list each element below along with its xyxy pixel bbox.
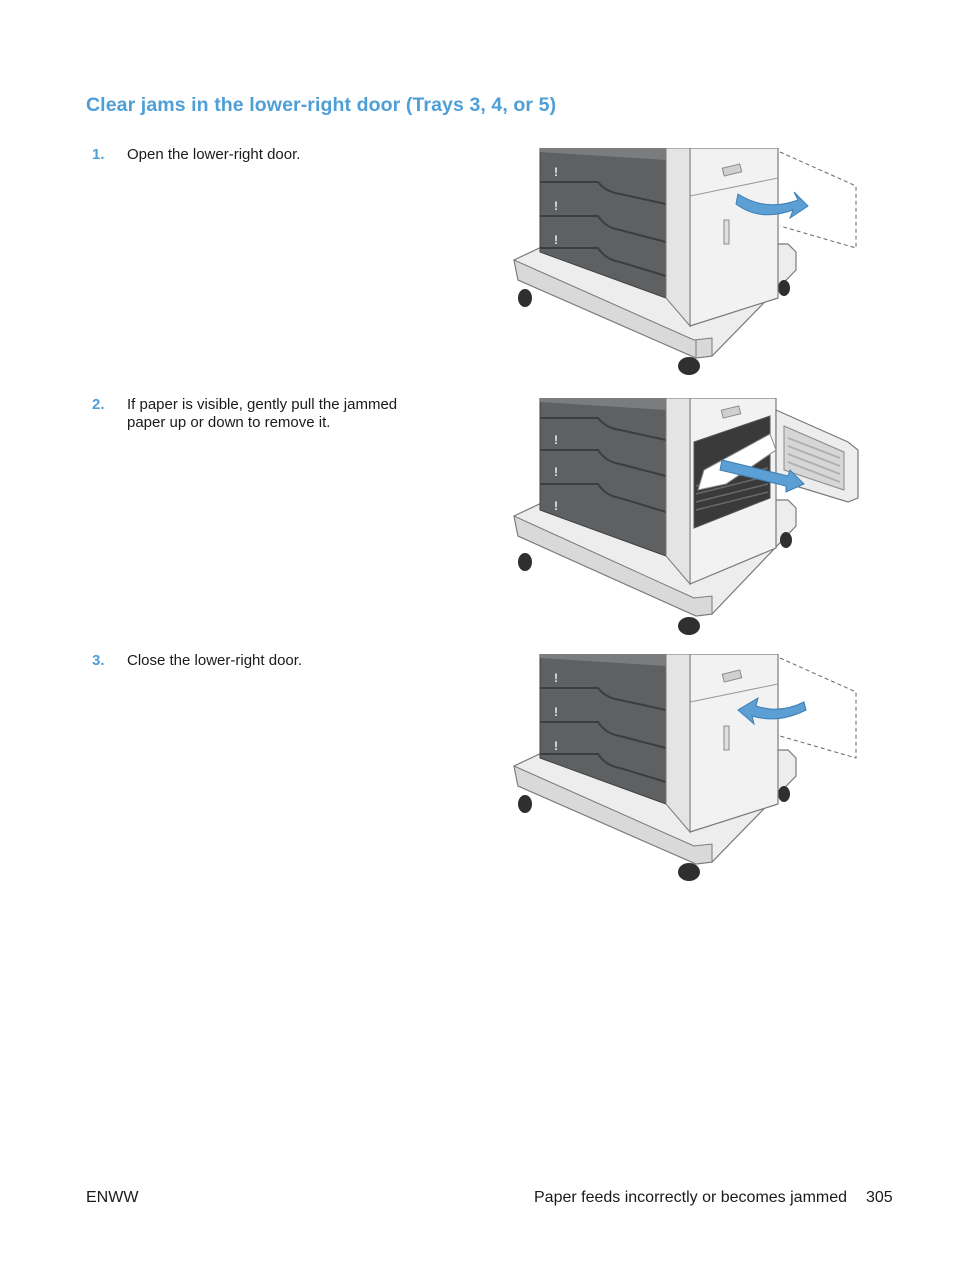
printer-paper-removal-illustration: ! ! !	[513, 398, 859, 635]
step-number: 2.	[92, 396, 105, 413]
step-number: 1.	[92, 146, 105, 163]
printer-door-opening-illustration: ! ! !	[513, 148, 857, 375]
open-direction-arrow-icon	[735, 191, 809, 220]
svg-text:!: !	[554, 433, 558, 447]
footer-section-title: Paper feeds incorrectly or becomes jamme…	[534, 1189, 848, 1206]
page-number: 305	[866, 1189, 893, 1206]
svg-text:!: !	[554, 739, 558, 753]
svg-text:!: !	[554, 499, 558, 513]
close-direction-arrow-icon	[737, 696, 807, 726]
svg-text:!: !	[554, 705, 558, 719]
step-text: Open the lower-right door.	[127, 146, 301, 163]
step-number: 3.	[92, 652, 105, 669]
step-text: If paper is visible, gently pull the jam…	[127, 396, 398, 431]
section-title: Clear jams in the lower-right door (Tray…	[86, 94, 557, 116]
pull-direction-arrow-icon	[719, 459, 805, 493]
svg-text:!: !	[554, 671, 558, 685]
svg-text:!: !	[554, 465, 558, 479]
footer-left-label: ENWW	[86, 1189, 139, 1206]
svg-text:!: !	[554, 233, 558, 247]
step-text: Close the lower-right door.	[127, 652, 303, 669]
svg-text:!: !	[554, 165, 558, 179]
svg-text:!: !	[554, 199, 558, 213]
printer-door-closing-illustration: ! ! !	[513, 654, 857, 881]
